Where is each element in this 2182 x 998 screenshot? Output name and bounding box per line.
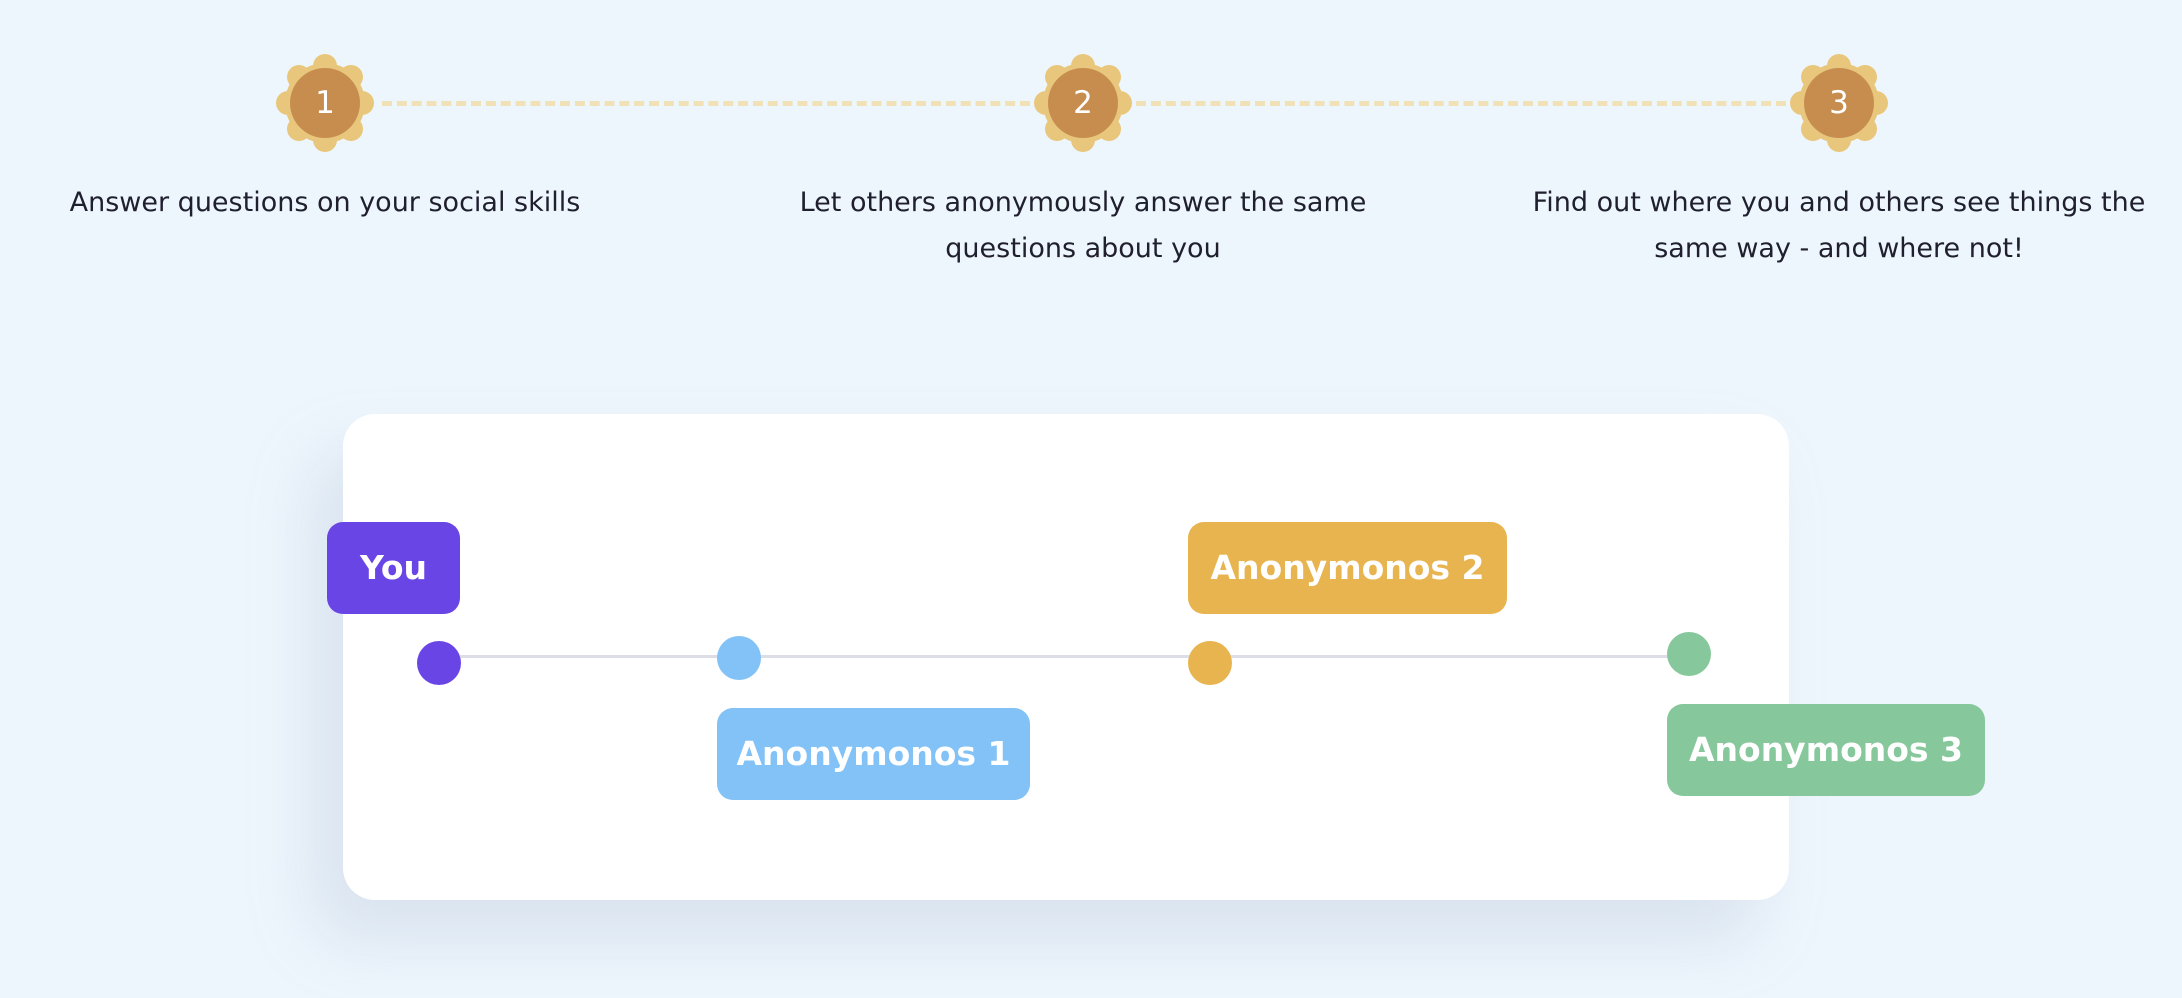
step-1-number: 1: [315, 85, 335, 121]
anonymonos-1-label: Anonymonos 1: [717, 708, 1030, 800]
step-1-description: Answer questions on your social skills: [69, 187, 581, 218]
step-2-badge: 2: [1030, 50, 1136, 156]
step-3-badge: 3: [1786, 50, 1892, 156]
step-connector-1-2: [382, 101, 1030, 106]
anonymonos-2-label: Anonymonos 2: [1188, 522, 1507, 614]
comparison-track: [460, 655, 1688, 658]
step-1-badge: 1: [272, 50, 378, 156]
step-3-description: Find out where you and others see things…: [1532, 187, 2146, 264]
anonymonos-1-dot: [717, 636, 761, 680]
sun-badge-icon: [1034, 54, 1132, 152]
sun-badge-icon: [1790, 54, 1888, 152]
step-2-number: 2: [1073, 85, 1093, 121]
anonymonos-3-dot: [1667, 632, 1711, 676]
step-connector-2-3: [1136, 101, 1786, 106]
anonymonos-2-dot: [1188, 641, 1232, 685]
sun-badge-icon: [276, 54, 374, 152]
step-3-number: 3: [1829, 85, 1849, 121]
you-label: You: [327, 522, 460, 614]
step-2-description: Let others anonymously answer the same q…: [799, 187, 1367, 264]
anonymonos-3-label: Anonymonos 3: [1667, 704, 1985, 796]
you-dot: [417, 641, 461, 685]
